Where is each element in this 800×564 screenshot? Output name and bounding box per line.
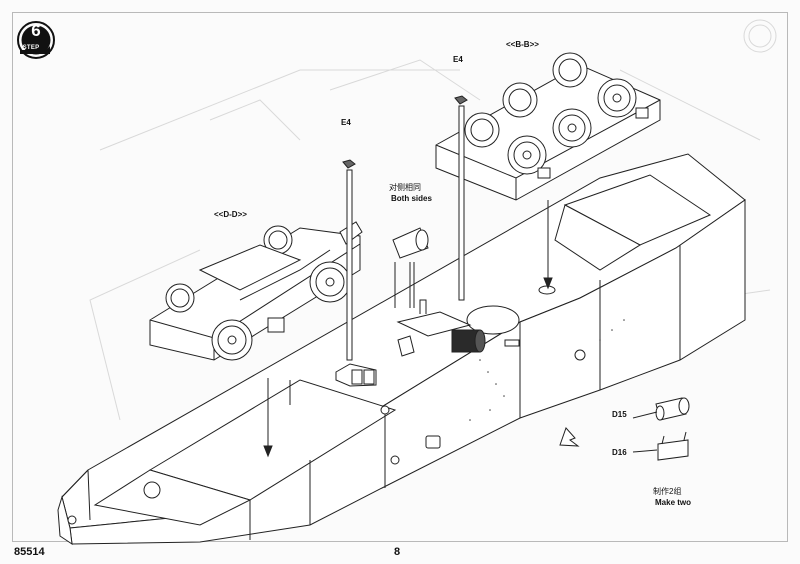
label-make-two-cn: 制作2组 <box>653 487 682 496</box>
label-e4-right: E4 <box>453 55 463 64</box>
label-both-sides-cn: 对侧相同 <box>389 183 421 192</box>
ghost-watermark <box>89 19 777 521</box>
step-word: STEP <box>22 45 40 51</box>
label-e4-left: E4 <box>341 118 351 127</box>
label-dd: <<D-D>> <box>214 210 247 219</box>
label-both-sides-en: Both sides <box>391 194 432 203</box>
cylinder-part <box>392 227 429 308</box>
page-border <box>12 12 788 542</box>
e4-part-right <box>454 95 468 301</box>
e4-part-left <box>335 159 377 387</box>
label-make-two-en: Make two <box>655 498 692 507</box>
step-number: 6 <box>31 21 41 40</box>
assembly-arrows <box>263 200 658 458</box>
d16-part <box>657 431 689 461</box>
step-badge-shape <box>17 21 55 59</box>
deck-assembly <box>396 299 486 357</box>
rivet-rows <box>469 319 625 421</box>
label-d15: D15 <box>612 410 627 419</box>
d15-part <box>655 397 690 421</box>
catalog-number: 85514 <box>14 546 45 558</box>
page-number: 8 <box>394 546 401 558</box>
step-badge: 6 STEP <box>16 20 56 60</box>
label-d16: D16 <box>612 448 627 457</box>
label-bb: <<B-B>> <box>506 40 539 49</box>
bogie-bb <box>435 52 661 201</box>
bogie-dd <box>149 221 363 361</box>
